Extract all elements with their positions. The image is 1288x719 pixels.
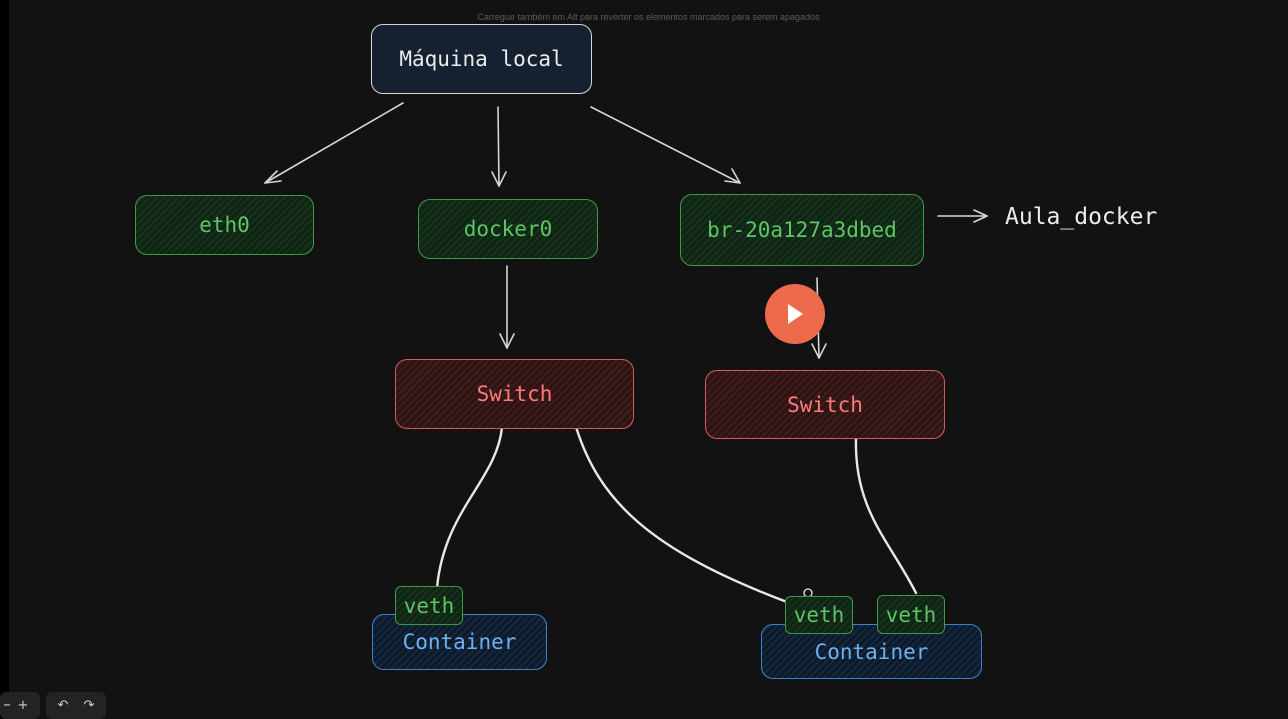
node-eth0[interactable]: eth0 bbox=[135, 195, 314, 255]
arrowhead-switch-left bbox=[499, 333, 515, 349]
connectors-layer bbox=[264, 102, 988, 604]
arrowhead-eth0 bbox=[264, 170, 282, 184]
node-veth-right[interactable]: veth bbox=[877, 595, 945, 634]
zoom-controls: − + bbox=[0, 692, 40, 719]
node-docker0-label: docker0 bbox=[463, 217, 553, 241]
node-container-left-label: Container bbox=[402, 630, 517, 654]
node-br-bridge[interactable]: br-20a127a3dbed bbox=[680, 194, 924, 266]
node-maquina-local[interactable]: Máquina local bbox=[371, 24, 592, 94]
node-br-bridge-label: br-20a127a3dbed bbox=[707, 218, 897, 242]
node-switch-left[interactable]: Switch bbox=[395, 359, 634, 429]
node-veth-left-label: veth bbox=[403, 593, 455, 618]
node-switch-right-label: Switch bbox=[787, 392, 863, 417]
arrowhead-switch-right bbox=[811, 343, 827, 359]
whiteboard-canvas[interactable]: Carregue também em Alt para reverter os … bbox=[9, 0, 1288, 719]
cable-switch-left-veth-left bbox=[435, 425, 504, 590]
node-switch-right[interactable]: Switch bbox=[705, 370, 945, 439]
undo-button[interactable]: ↶ bbox=[57, 698, 69, 713]
node-switch-left-label: Switch bbox=[476, 382, 553, 406]
node-veth-right-label: veth bbox=[885, 602, 937, 627]
cable-switch-right-veth-right bbox=[854, 436, 918, 595]
play-icon bbox=[788, 304, 803, 324]
bottom-toolbar: − + ↶ ↷ bbox=[0, 692, 106, 719]
arrow-maquina-eth0 bbox=[264, 102, 404, 184]
redo-button[interactable]: ↷ bbox=[83, 698, 95, 713]
node-veth-mid-label: veth bbox=[793, 603, 845, 627]
node-docker0[interactable]: docker0 bbox=[418, 199, 598, 259]
label-aula-docker[interactable]: Aula_docker bbox=[1005, 204, 1158, 230]
hint-text: Carregue também em Alt para reverter os … bbox=[477, 12, 820, 22]
node-veth-mid[interactable]: veth bbox=[785, 596, 853, 634]
zoom-out-button[interactable]: − bbox=[4, 698, 10, 713]
zoom-in-button[interactable]: + bbox=[17, 698, 29, 713]
arrowhead-aula bbox=[973, 209, 988, 223]
arrowhead-br bbox=[724, 168, 741, 184]
cable-switch-left-veth-mid bbox=[574, 425, 789, 604]
node-eth0-label: eth0 bbox=[199, 213, 250, 237]
history-controls: ↶ ↷ bbox=[46, 692, 106, 719]
arrow-maquina-docker0 bbox=[497, 106, 500, 187]
arrow-maquina-br bbox=[590, 106, 741, 184]
node-veth-left[interactable]: veth bbox=[395, 586, 463, 625]
play-button[interactable] bbox=[765, 284, 825, 344]
node-container-right-label: Container bbox=[814, 639, 929, 664]
arrowhead-docker0 bbox=[491, 171, 507, 187]
node-maquina-local-label: Máquina local bbox=[399, 47, 564, 71]
